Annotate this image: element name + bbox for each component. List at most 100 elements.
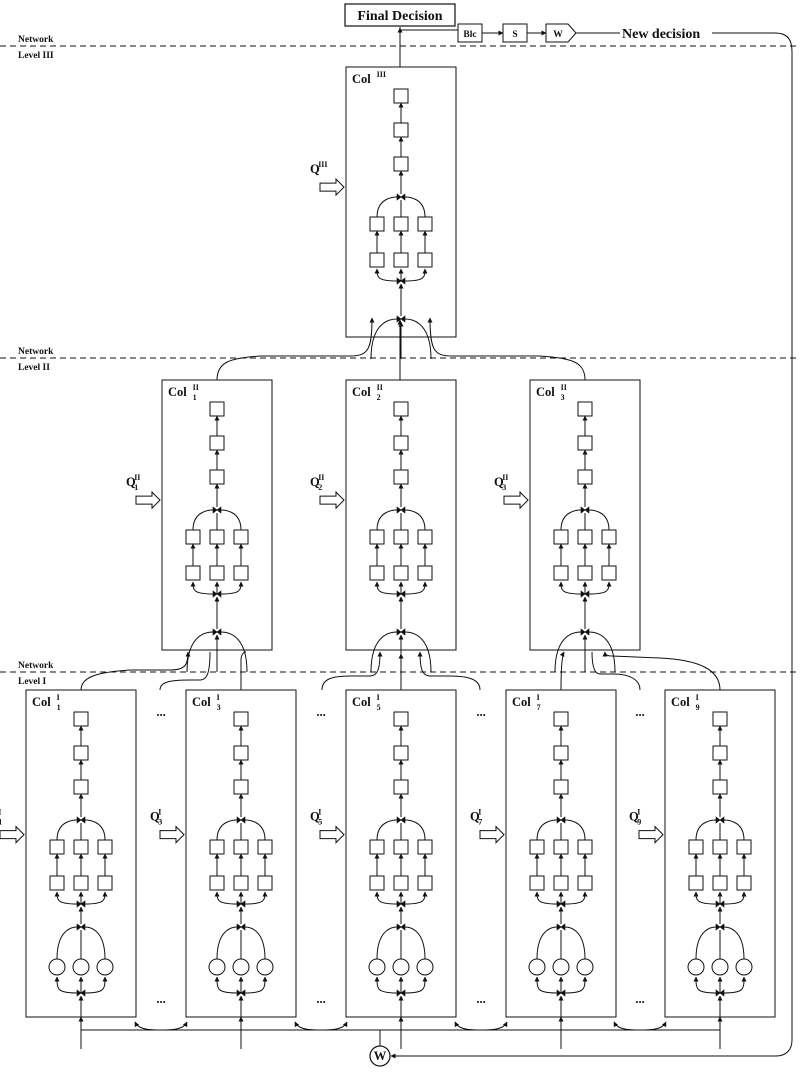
chain-box — [73, 745, 89, 761]
unit-box — [233, 529, 249, 545]
chain-box — [393, 88, 409, 104]
unit-box — [553, 875, 569, 891]
bus-to-ellipsis — [484, 1021, 508, 1031]
new-decision-label: New decision — [622, 27, 700, 42]
unit-box — [257, 875, 273, 891]
connector-path — [376, 819, 398, 841]
q-input-label-sub: 3 — [158, 818, 162, 827]
unit-box — [233, 875, 249, 891]
unit-box — [688, 875, 704, 891]
q-input-arrow — [159, 825, 185, 844]
level-network-label: Network — [18, 661, 54, 671]
input-neuron — [392, 958, 410, 976]
unit-box — [577, 529, 593, 545]
level-name-label: Level II — [18, 363, 50, 373]
input-neuron — [72, 958, 90, 976]
input-neuron — [687, 958, 705, 976]
connector-path — [54, 976, 78, 994]
final-decision-label: Final Decision — [357, 9, 442, 24]
connector-path — [374, 891, 398, 905]
input-neuron — [256, 958, 274, 976]
merge-node — [396, 989, 406, 997]
l1-to-l2 — [417, 651, 481, 691]
q-input-label: QI1 — [0, 808, 2, 827]
q-input-label: QI7 — [470, 808, 482, 827]
connector-path — [214, 976, 238, 994]
chain-box — [393, 779, 409, 795]
bus-to-ellipsis — [454, 1021, 478, 1031]
q-input-label-sup: I — [637, 808, 640, 817]
q-input-label-text: Q — [629, 810, 639, 824]
connector-path — [723, 976, 747, 994]
bus-to-ellipsis — [324, 1021, 348, 1031]
connector-path — [374, 268, 398, 282]
connector-path — [192, 509, 214, 531]
unit-box — [553, 565, 569, 581]
merge-node — [76, 923, 86, 931]
merge-node — [76, 900, 86, 908]
connector-path — [376, 196, 398, 218]
q-input-label-sub: 7 — [478, 818, 482, 827]
connector-path — [536, 819, 558, 841]
connector-path — [54, 891, 78, 905]
connector-path — [376, 926, 398, 960]
column-title-sup: II — [377, 383, 383, 392]
merge-node — [396, 590, 406, 598]
connector-path — [404, 318, 432, 360]
merge-node — [236, 923, 246, 931]
chain-box — [577, 401, 593, 417]
merge-node — [556, 816, 566, 824]
connector-path — [214, 891, 238, 905]
unit-box — [393, 252, 409, 268]
ellipsis-top: ... — [476, 705, 485, 719]
connector-path — [534, 976, 558, 994]
q-input-arrow — [135, 490, 161, 510]
q-input-arrow — [319, 177, 345, 197]
q-input-label-sub: 3 — [502, 483, 506, 492]
column-title-sub: 9 — [696, 703, 700, 712]
unit-box — [553, 839, 569, 855]
column-title-sup: I — [217, 693, 220, 702]
merge-node — [236, 900, 246, 908]
unit-box — [233, 565, 249, 581]
connector-path — [404, 976, 428, 994]
unit-box — [601, 565, 617, 581]
chain-box — [553, 711, 569, 727]
unit-box — [209, 565, 225, 581]
chain-box — [209, 435, 225, 451]
unit-box — [417, 565, 433, 581]
column-title-sup: I — [537, 693, 540, 702]
column-title-text: Col — [671, 695, 690, 709]
chain-box — [393, 156, 409, 172]
q-input-label: QI3 — [150, 808, 162, 827]
input-neuron — [711, 958, 729, 976]
connector-path — [376, 509, 398, 531]
connector-path — [190, 581, 214, 595]
q-input-label-sub: 1 — [0, 818, 2, 827]
connector-path — [404, 196, 426, 218]
unit-box — [369, 839, 385, 855]
unit-box — [393, 216, 409, 232]
merge-node — [556, 989, 566, 997]
unit-box — [577, 565, 593, 581]
input-neuron — [416, 958, 434, 976]
unit-box — [417, 252, 433, 268]
connector-path — [404, 926, 426, 960]
merge-node — [715, 816, 725, 824]
connector-path — [244, 976, 268, 994]
q-input-arrow — [479, 825, 505, 844]
unit-box — [688, 839, 704, 855]
connector-path — [370, 631, 398, 673]
connector-path — [404, 631, 432, 673]
connector-path — [186, 631, 214, 673]
column-title-sup: I — [57, 693, 60, 702]
connector-path — [244, 891, 268, 905]
merge-node — [76, 816, 86, 824]
unit-box — [736, 875, 752, 891]
